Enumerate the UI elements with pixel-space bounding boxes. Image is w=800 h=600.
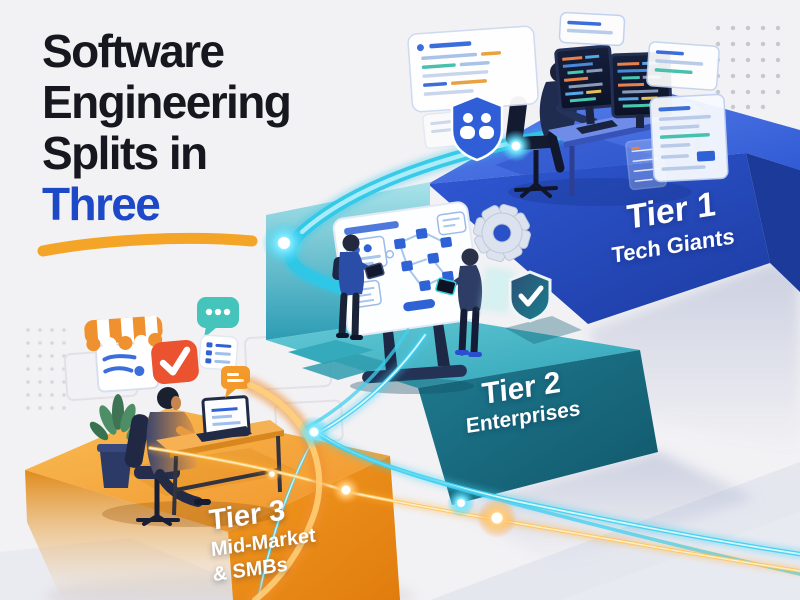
code-card-icon [649, 93, 729, 183]
code-card-icon [646, 41, 720, 91]
underline-swoosh-icon [37, 232, 258, 257]
code-card-icon [558, 11, 626, 47]
headline-line-2: Engineering [42, 76, 292, 128]
person-tier2-left [332, 234, 385, 340]
glow-orbs [262, 130, 532, 538]
storefront-icon [84, 315, 163, 393]
shield-check-icon [508, 270, 552, 323]
dot-grid-left [26, 328, 66, 410]
headline-line-3: Splits in [42, 127, 208, 179]
checklist-card-icon [198, 334, 239, 371]
headline-highlight: Three [42, 178, 161, 230]
laptop-icon [196, 395, 252, 442]
gear-icon [473, 204, 531, 262]
tier3-scene [89, 387, 284, 527]
glow-document-icon [478, 265, 516, 315]
tier3-floating-icons [84, 297, 250, 398]
chat-dots-bubble-icon [197, 297, 239, 338]
headline: Software Engineering Splits in Three [37, 25, 292, 258]
dot-grid-top-right [715, 25, 781, 110]
headline-line-1: Software [42, 25, 225, 77]
check-badge-icon [151, 339, 199, 385]
team-shield-icon [450, 94, 504, 162]
person-tier2-right [435, 248, 483, 357]
